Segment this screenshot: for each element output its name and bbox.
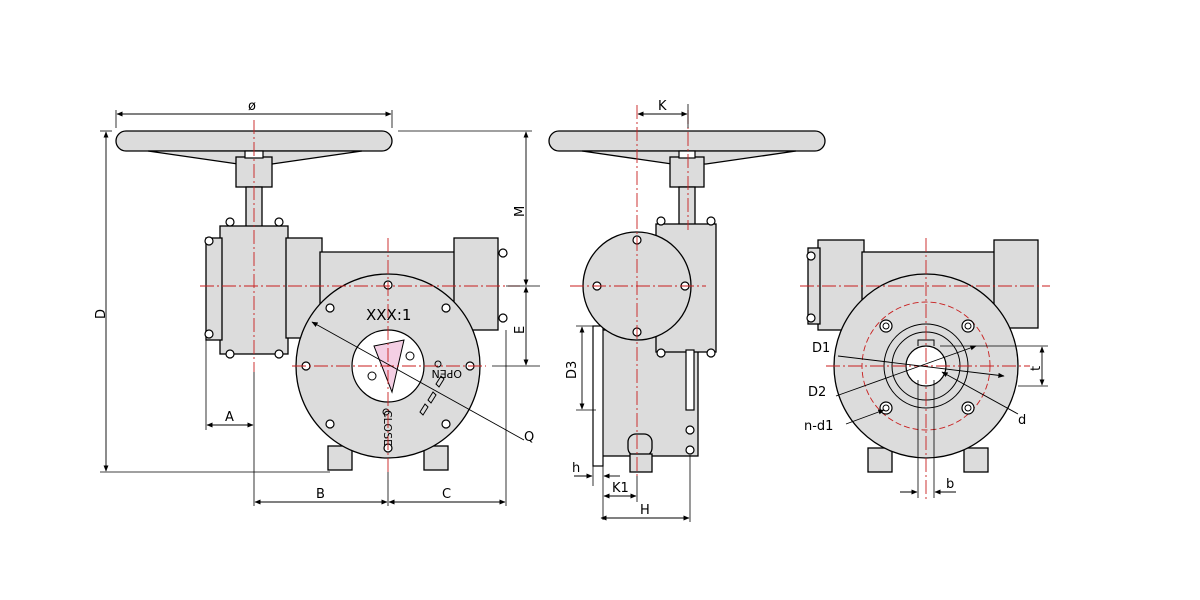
ratio-text: XXX:1 — [366, 306, 411, 324]
dim-n-d1: n-d1 — [804, 419, 833, 434]
dim-D2: D2 — [808, 385, 826, 400]
dim-C: C — [442, 487, 451, 502]
side-handwheel-rim — [548, 130, 826, 152]
dim-Q: Q — [524, 430, 534, 445]
side-view — [548, 105, 826, 476]
dim-H: H — [640, 503, 650, 518]
flange-bottom-nut-left — [867, 447, 893, 473]
close-text: CLOSE — [381, 410, 394, 446]
dim-phi: ø — [248, 99, 256, 114]
dim-D3: D3 — [565, 361, 580, 379]
side-shaft — [678, 186, 696, 228]
dim-D1: D1 — [812, 341, 830, 356]
front-bottom-nut-right — [423, 445, 449, 471]
dim-b: b — [946, 477, 954, 492]
dim-K: K — [658, 99, 667, 114]
front-bottom-nut-left — [327, 445, 353, 471]
dim-t: t — [1029, 366, 1044, 371]
side-dimensions: K D3 h K1 H — [565, 99, 691, 522]
dim-A: A — [225, 410, 234, 425]
dim-h: h — [572, 461, 580, 476]
front-view: XXX:1 OPEN CLOSE — [115, 120, 520, 472]
side-side-bracket — [685, 349, 695, 411]
flange-view — [800, 238, 1050, 500]
dim-B: B — [316, 487, 325, 502]
flange-bottom-nut-right — [963, 447, 989, 473]
side-bottom-boss — [627, 433, 653, 457]
side-handwheel-hub — [669, 156, 705, 188]
dim-E: E — [513, 326, 528, 334]
front-left-flange — [205, 237, 223, 341]
dim-D: D — [94, 309, 109, 319]
front-gearbox — [219, 225, 289, 355]
side-base-plate — [592, 325, 604, 467]
flange-dimensions: D1 D2 n-d1 d t b — [804, 341, 1048, 498]
dim-M: M — [513, 206, 528, 217]
dim-d: d — [1018, 413, 1026, 428]
open-text: OPEN — [432, 367, 462, 380]
side-bottom-nut — [629, 453, 653, 473]
dim-K1: K1 — [612, 481, 629, 496]
front-dimensions: ø M E D A B C Q — [94, 99, 540, 506]
